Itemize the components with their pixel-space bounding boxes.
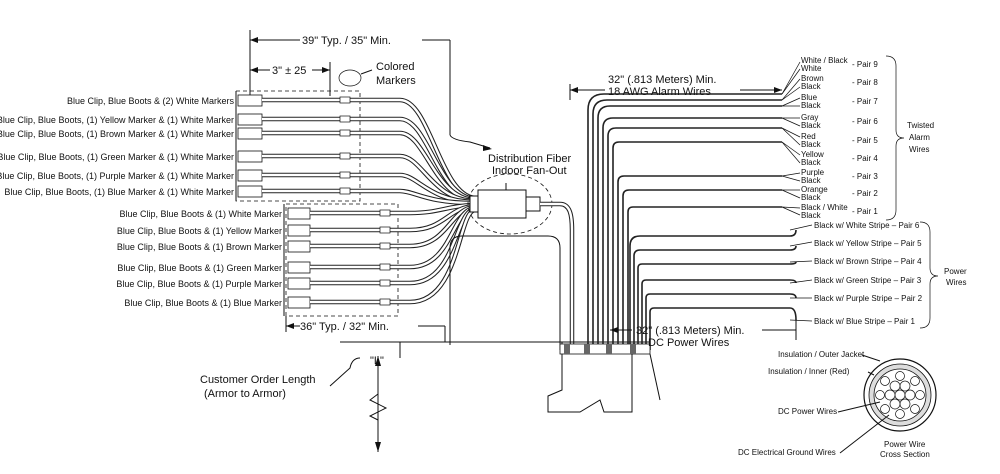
alarm-length-label-1: 32" (.813 Meters) Min. xyxy=(608,74,716,86)
outer-jacket-label: Insulation / Outer Jacket xyxy=(778,350,865,359)
alarm-group-label-3: Wires xyxy=(909,145,929,154)
alarm-color-label: Black xyxy=(801,140,822,149)
colored-markers-label-1: Colored xyxy=(376,61,415,73)
alarm-color-label: Black xyxy=(801,211,822,220)
upper-leg-label: Blue Clip, Blue Boots & (2) White Marker… xyxy=(67,96,235,106)
power-wire-bundle xyxy=(629,224,813,350)
static-drawing xyxy=(235,30,939,454)
upper-connectors xyxy=(237,94,263,198)
cross-section-caption-1: Power Wire xyxy=(884,440,926,449)
lower-leg-label: Blue Clip, Blue Boots & (1) Blue Marker xyxy=(124,298,282,308)
power-pair-label: Black w/ Blue Stripe – Pair 1 xyxy=(814,317,915,326)
alarm-color-label: Orange xyxy=(801,185,828,194)
lower-leg-label: Blue Clip, Blue Boots & (1) White Marker xyxy=(119,209,282,219)
alarm-color-label: Purple xyxy=(801,168,825,177)
power-group-label-1: Power xyxy=(944,267,967,276)
power-group-label-2: Wires xyxy=(946,278,966,287)
inner-insulation-label: Insulation / Inner (Red) xyxy=(768,367,850,376)
fanout-label-2: Indoor Fan-Out xyxy=(492,165,567,177)
alarm-pair-label: - Pair 5 xyxy=(852,136,878,145)
alarm-pair-label: - Pair 6 xyxy=(852,117,878,126)
lower-leg-label: Blue Clip, Blue Boots & (1) Green Marker xyxy=(117,263,282,273)
alarm-color-label: Red xyxy=(801,132,816,141)
upper-leg-label: Blue Clip, Blue Boots, (1) Brown Marker … xyxy=(0,129,234,139)
alarm-pair-label: - Pair 3 xyxy=(852,172,878,181)
lower-leg-label: Blue Clip, Blue Boots & (1) Brown Marker xyxy=(117,242,282,252)
alarm-pair-label: - Pair 4 xyxy=(852,154,878,163)
upper-leg-label: Blue Clip, Blue Boots, (1) Green Marker … xyxy=(0,152,234,162)
customer-length-label-1: Customer Order Length xyxy=(200,374,316,386)
power-pair-label: Black w/ Yellow Stripe – Pair 5 xyxy=(814,239,922,248)
alarm-wire-ends xyxy=(781,61,801,216)
lower-connectors xyxy=(287,207,311,309)
alarm-color-label: Gray xyxy=(801,113,818,122)
alarm-color-label: Black xyxy=(801,193,822,202)
alarm-pair-labels: White / Black White - Pair 9 Brown Black… xyxy=(801,56,878,220)
alarm-group-label-1: Twisted xyxy=(907,121,934,130)
alarm-color-label: Black xyxy=(801,101,822,110)
ground-wires-label: DC Electrical Ground Wires xyxy=(738,448,836,457)
dc-power-wires-label: DC Power Wires xyxy=(778,407,837,416)
power-length-label-1: 32" (.813 Meters) Min. xyxy=(636,325,744,337)
alarm-color-label: Blue xyxy=(801,93,818,102)
alarm-color-label: Yellow xyxy=(801,150,824,159)
alarm-pair-label: - Pair 9 xyxy=(852,60,878,69)
alarm-color-label: Black xyxy=(801,121,822,130)
alarm-color-label: Black xyxy=(801,176,822,185)
marker-sleeves xyxy=(339,96,391,306)
power-pair-label: Black w/ Purple Stripe – Pair 2 xyxy=(814,294,923,303)
alarm-color-label: Black xyxy=(801,82,822,91)
power-pair-label: Black w/ White Stripe – Pair 6 xyxy=(814,221,920,230)
power-length-label-2: DC Power Wires xyxy=(648,337,730,349)
armored-cable xyxy=(547,343,661,413)
power-pair-label: Black w/ Brown Stripe – Pair 4 xyxy=(814,257,922,266)
alarm-pair-label: - Pair 1 xyxy=(852,207,878,216)
alarm-pair-label: - Pair 2 xyxy=(852,189,878,198)
breakout-length-label: 39" Typ. / 35" Min. xyxy=(302,35,391,47)
upper-fiber-legs xyxy=(262,97,476,206)
alarm-pair-label: - Pair 7 xyxy=(852,97,878,106)
upper-leg-label: Blue Clip, Blue Boots, (1) Purple Marker… xyxy=(0,171,234,181)
alarm-color-label: Black / White xyxy=(801,203,848,212)
alarm-length-label-2: 18 AWG Alarm Wires xyxy=(608,86,711,98)
alarm-color-label: White xyxy=(801,64,822,73)
upper-leg-label: Blue Clip, Blue Boots, (1) Blue Marker &… xyxy=(4,187,234,197)
lower-leg-label: Blue Clip, Blue Boots & (1) Purple Marke… xyxy=(116,279,282,289)
customer-length-label-2: (Armor to Armor) xyxy=(204,388,286,400)
fanout-label-1: Distribution Fiber xyxy=(488,153,571,165)
alarm-color-label: Brown xyxy=(801,74,824,83)
cross-section-caption-2: Cross Section xyxy=(880,450,930,459)
alarm-color-label: White / Black xyxy=(801,56,849,65)
marker-spacing-label: 3" ± 25 xyxy=(272,65,306,77)
power-pair-label: Black w/ Green Stripe – Pair 3 xyxy=(814,276,922,285)
alarm-color-label: Black xyxy=(801,158,822,167)
fanout-block xyxy=(467,173,575,350)
alarm-wire-bundle xyxy=(587,93,782,350)
l-label: "L" xyxy=(370,355,384,367)
power-wire-cross-section xyxy=(837,354,937,454)
upper-leg-label: Blue Clip, Blue Boots, (1) Yellow Marker… xyxy=(0,115,234,125)
alarm-pair-label: - Pair 8 xyxy=(852,78,878,87)
colored-markers-label-2: Markers xyxy=(376,75,416,87)
lower-leg-label: Blue Clip, Blue Boots & (1) Yellow Marke… xyxy=(117,226,282,236)
alarm-group-label-2: Alarm xyxy=(909,133,930,142)
fanout-length-label: 36" Typ. / 32" Min. xyxy=(300,321,389,333)
